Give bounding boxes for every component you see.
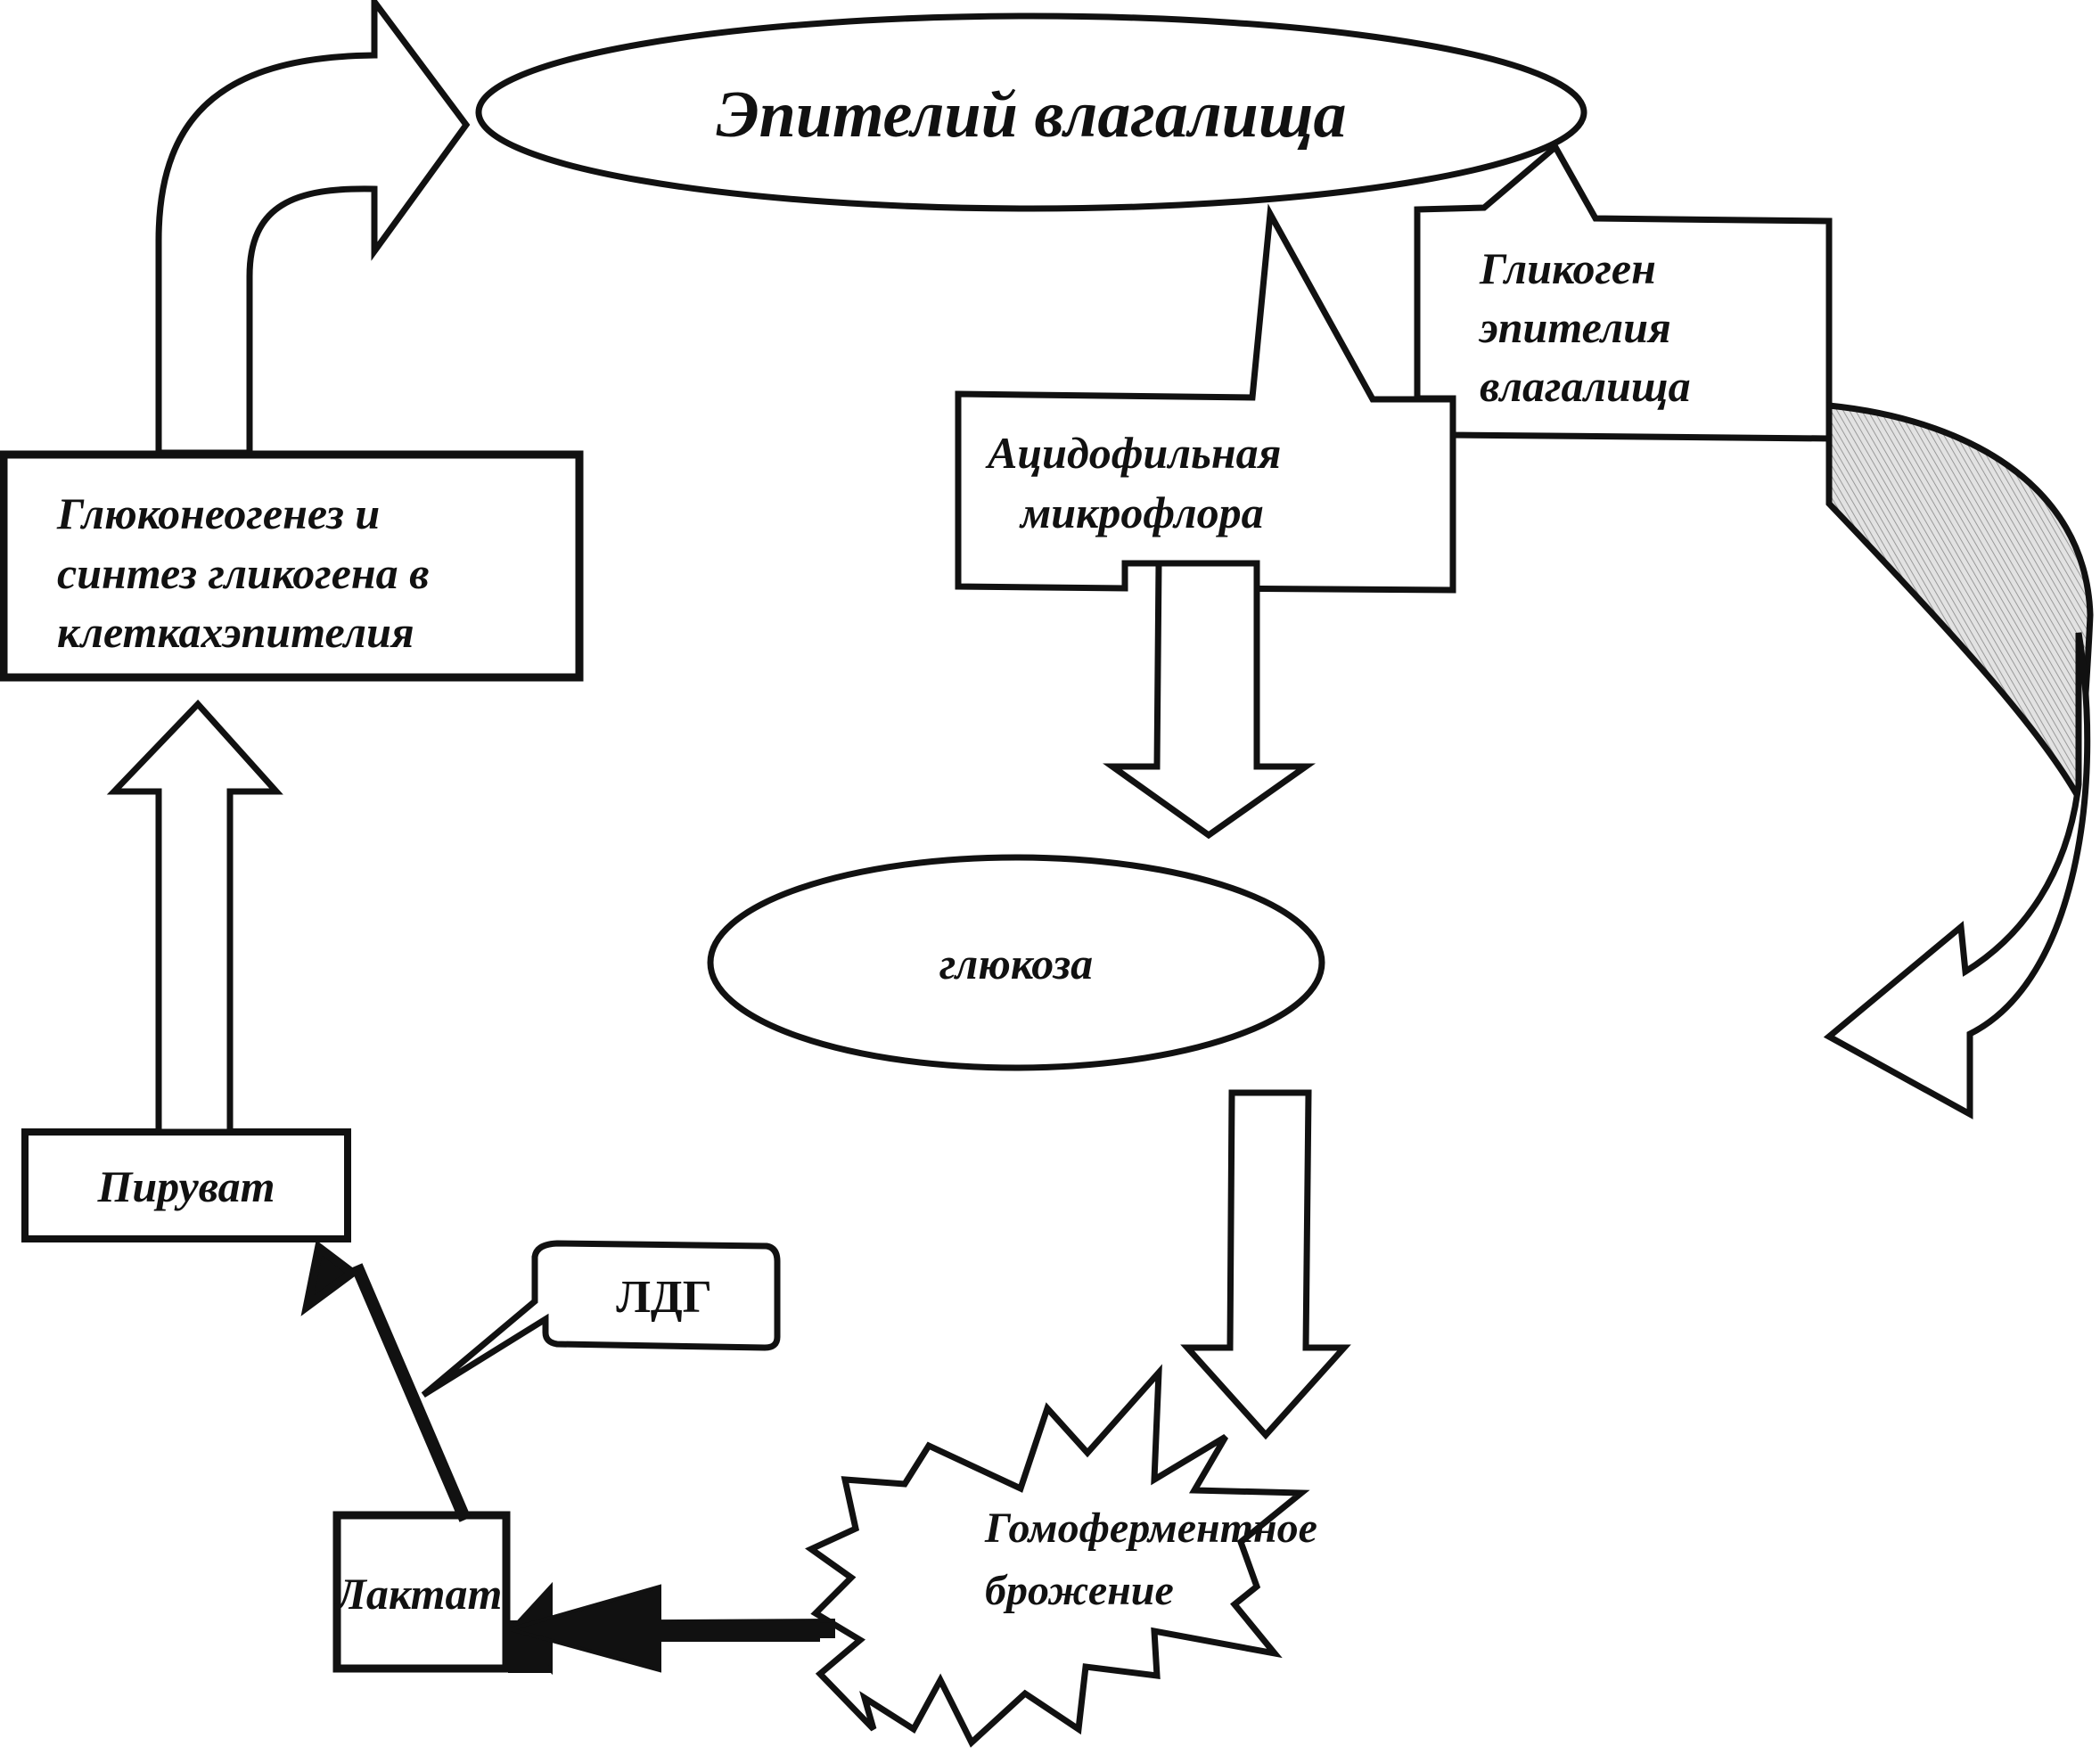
lactate-label: Лактат [334, 1569, 503, 1619]
glycogen-line-1: Гликоген [1479, 243, 1656, 293]
glycogen-line-2: эпителия [1478, 302, 1671, 352]
svg-text:Гликоген эпителия: Гликоген эпителия влагалища [1478, 243, 1691, 411]
glycogen-line-3: влагалища [1480, 361, 1691, 411]
epithelium-label: Эпителий влагалища [717, 78, 1347, 152]
pyruvate-label: Пируват [96, 1161, 275, 1211]
gluconeogenesis-node: Глюконеогенез и синтез гликогена в клетк… [0, 450, 584, 682]
enzyme-label: ЛДГ [616, 1272, 712, 1323]
gluconeogenesis-line-2: синтез гликогена в [57, 548, 429, 598]
glycogen-node: Гликоген эпителия влагалища [1414, 142, 1833, 442]
epithelium-node: Эпителий влагалища [475, 12, 1587, 212]
microflora-node: Ацидофильная микрофлора [955, 203, 1456, 594]
enzyme-callout: ЛДГ [421, 1240, 781, 1398]
glucose-node: глюкоза [707, 854, 1325, 1071]
microflora-line-1: Ацидофильная [985, 428, 1281, 478]
pyruvate-node: Пируват [21, 1128, 351, 1242]
block-arrow-up-icon [106, 699, 283, 1136]
shaded-curved-arrow-icon [1825, 402, 2094, 809]
glucose-label: глюкоза [939, 939, 1093, 988]
fermentation-line-2: брожение [985, 1567, 1174, 1614]
solid-arrow-up-icon [300, 1240, 360, 1316]
fermentation-node: Гомоферментное брожение [805, 1364, 1328, 1748]
svg-text:Ацидофильная микрофлора: Ацидофильная микрофлора [985, 428, 1292, 537]
gluconeogenesis-line-3: клеткахэпителия [57, 607, 414, 657]
svg-text:Глюконеогенез и синтез г: Глюконеогенез и синтез гликогена в клетк… [56, 488, 440, 657]
fermentation-line-1: Гомоферментное [984, 1505, 1317, 1552]
microflora-line-2: микрофлора [1019, 488, 1264, 537]
svg-text:Гомоферментное брожение: Гомоферментное брожение [984, 1505, 1328, 1614]
solid-arrow-shaft [656, 1620, 820, 1642]
block-arrow-down-icon [1180, 1089, 1351, 1440]
curved-arrow-up-right-icon [155, 0, 471, 456]
gluconeogenesis-line-1: Глюконеогенез и [56, 488, 380, 538]
solid-arrow-shaft [350, 1263, 472, 1522]
block-arrow-down-icon [1103, 560, 1317, 840]
lactate-node: Лактат [332, 1511, 511, 1673]
curved-arrow-down-left-icon [1823, 632, 2091, 1119]
